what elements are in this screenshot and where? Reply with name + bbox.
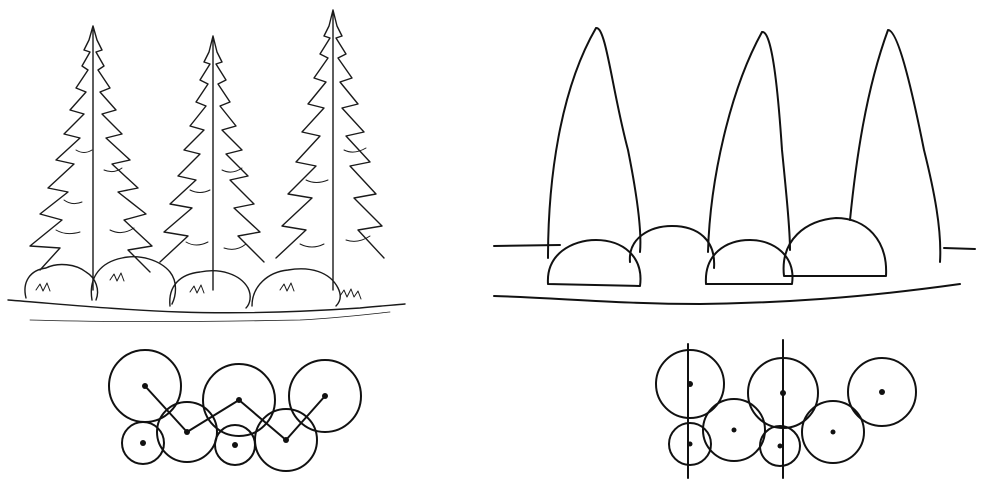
left-ground-line-lower bbox=[30, 312, 390, 322]
dome-shrub-2 bbox=[630, 226, 714, 268]
shrub-left-2 bbox=[91, 257, 175, 304]
right-plan bbox=[656, 340, 916, 478]
dome-shrub-4 bbox=[784, 218, 887, 276]
spruce-tree-1 bbox=[30, 26, 152, 290]
cone-tree-1 bbox=[548, 28, 640, 258]
plan-left-zigzag bbox=[145, 386, 325, 440]
spruce-tree-2 bbox=[160, 36, 264, 290]
dome-shrub-1 bbox=[548, 240, 641, 286]
left-ground-line bbox=[8, 300, 405, 313]
spruce-tree-3 bbox=[276, 10, 384, 290]
shrub-left-1 bbox=[25, 265, 98, 300]
cone-tree-2 bbox=[708, 32, 790, 252]
cone-tree-3 bbox=[850, 30, 940, 262]
dome-shrub-3 bbox=[706, 240, 793, 284]
shrub-left-3 bbox=[170, 271, 250, 308]
right-sketch bbox=[494, 28, 975, 304]
shrub-row-left bbox=[25, 257, 361, 308]
left-sketch bbox=[8, 10, 405, 322]
shrub-left-4 bbox=[252, 269, 340, 306]
right-front-line bbox=[494, 284, 960, 304]
left-plan bbox=[109, 350, 361, 471]
